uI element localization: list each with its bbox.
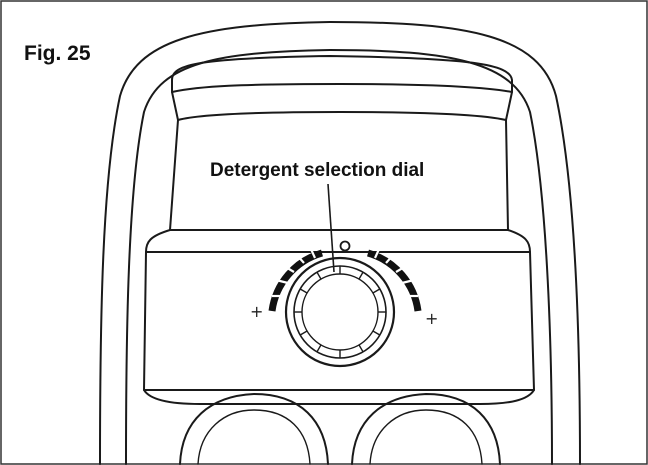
- right-cup: [351, 393, 501, 465]
- control-block-base: [143, 389, 535, 405]
- upper-panel: [169, 119, 509, 231]
- dial-ridge: [299, 330, 308, 336]
- housing-inner-outline: [125, 49, 553, 465]
- control-block: [143, 251, 535, 391]
- callout-label: Detergent selection dial: [210, 160, 424, 181]
- plus-right-label: +: [425, 309, 438, 328]
- right-cup-inner: [369, 409, 483, 465]
- dial-ridge: [358, 271, 364, 280]
- dial-scale: [268, 246, 422, 312]
- handle-top: [171, 55, 513, 93]
- panel-lower-edge: [145, 229, 531, 253]
- housing-outer-outline: [99, 21, 581, 465]
- dial-ridge: [358, 344, 364, 353]
- left-cup: [179, 393, 329, 465]
- dial-ridge: [372, 288, 381, 294]
- handle-body: [171, 91, 513, 121]
- detergent-selection-dial[interactable]: [284, 256, 396, 368]
- zero-mark-icon: [339, 240, 351, 252]
- left-cup-inner: [197, 409, 311, 465]
- dial-ridge: [372, 330, 381, 336]
- figure-label: Fig. 25: [24, 42, 91, 65]
- plus-left-label: +: [250, 302, 263, 321]
- callout-leader-line: [327, 183, 335, 273]
- dial-ridge: [316, 344, 322, 353]
- dial-ridge: [299, 288, 308, 294]
- dial-ridge: [316, 271, 322, 280]
